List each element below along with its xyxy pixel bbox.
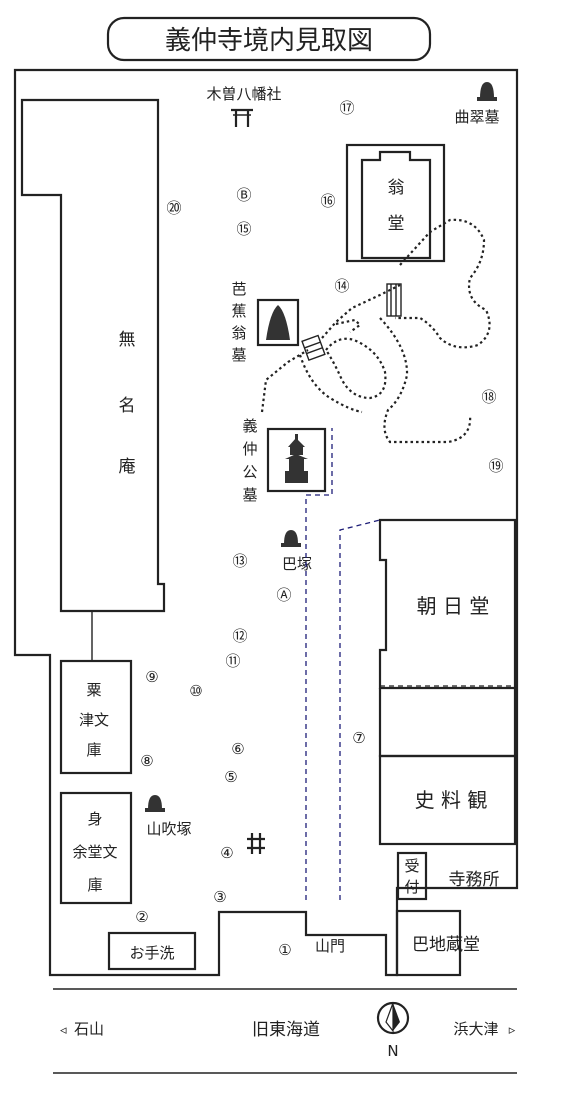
okinado-label-1: 翁 (388, 178, 405, 198)
uketsuke-label-1: 受 (404, 857, 419, 875)
basho-tomb-label-1: 芭 (231, 280, 246, 298)
marker-b: Ⓑ (236, 186, 251, 204)
tomoe-jizodo-label: 巴地蔵堂 (412, 935, 480, 955)
marker-17: ⑰ (339, 99, 354, 117)
garden-path-5 (325, 337, 387, 400)
marker-16: ⑯ (320, 192, 335, 210)
marker-18: ⑱ (481, 388, 496, 406)
garden-path-3 (395, 218, 491, 349)
garden-path-4 (379, 317, 472, 444)
mumyoan-label-1: 無 (119, 330, 136, 350)
yoshinaka-tomb-enclosure (266, 427, 327, 493)
marker-11: ⑪ (225, 652, 240, 670)
compass-north-label: N (387, 1042, 398, 1060)
yoshinaka-tomb-label-1: 義 (242, 417, 257, 435)
shinyodo-bunko-building (59, 791, 133, 905)
shiryokan-building (378, 754, 517, 846)
basho-tomb-label-2: 蕉 (231, 302, 246, 320)
basho-tomb-label-3: 翁 (231, 324, 246, 342)
marker-2: ② (135, 908, 148, 926)
bridge-icon-2 (386, 283, 402, 317)
shinyodo-bunko-label-1: 身 (87, 810, 102, 828)
basho-tomb-enclosure (256, 298, 300, 347)
asahido-label: 朝 日 堂 (417, 594, 490, 618)
otearai-building (107, 931, 197, 971)
precinct-boundary (13, 68, 519, 977)
shinyodo-bunko-label-2: 余堂文 (72, 843, 117, 861)
yoshinaka-tomb-label-2: 仲 (242, 440, 257, 458)
road-east-label: 浜大津 (453, 1020, 498, 1038)
kiso-hachimansha-label: 木曽八幡社 (206, 85, 281, 103)
marker-1: ① (278, 941, 291, 959)
bridge-icon (301, 334, 326, 362)
basho-tomb-label-4: 墓 (231, 346, 246, 364)
marker-19: ⑲ (488, 457, 503, 475)
garden-path-7 (335, 318, 362, 333)
road-west-label: 石山 (74, 1020, 104, 1038)
marker-10: ⑩ (189, 682, 202, 700)
yoshinaka-tomb-label-3: 公 (242, 463, 257, 481)
marker-a: Ⓐ (276, 586, 291, 604)
awazu-bunko-label-3: 庫 (86, 741, 101, 759)
middle-building (378, 688, 517, 758)
marker-9: ⑨ (145, 668, 158, 686)
marker-15: ⑮ (236, 220, 251, 238)
okinado-inner (360, 150, 432, 260)
asahido-building (378, 518, 517, 690)
east-arrow: ▹ (509, 1023, 516, 1038)
awazu-bunko-building (59, 659, 133, 775)
well-icon (247, 833, 265, 854)
awazu-bunko-label-1: 粟 (86, 681, 101, 699)
marker-20: ⑳ (166, 199, 181, 217)
marker-8: ⑧ (140, 752, 153, 770)
marker-6: ⑥ (231, 740, 244, 758)
yamabukizuka-tomb-icon (145, 795, 165, 812)
title-frame (106, 16, 432, 62)
basho-tomb-icon (266, 305, 290, 340)
marker-5: ⑤ (224, 768, 237, 786)
mumyoan-building (20, 98, 166, 613)
marker-13: ⑬ (232, 552, 247, 570)
tomoe-jizodo-building (395, 909, 462, 977)
torii-icon (231, 108, 253, 127)
kyokusui-tomb-label: 曲翠墓 (454, 108, 499, 126)
marker-14: ⑭ (334, 277, 349, 295)
shinyodo-bunko-label-3: 庫 (87, 876, 102, 894)
otearai-label: お手洗 (129, 944, 174, 962)
marker-4: ④ (220, 844, 233, 862)
tomoezuka-label: 巴塚 (282, 555, 312, 573)
yoshinaka-tomb-label-4: 墓 (242, 486, 257, 504)
kyokusui-tomb-icon (477, 82, 497, 101)
awazu-bunko-label-2: 津文 (79, 711, 109, 729)
sanmon-label: 山門 (315, 937, 345, 955)
approach-path-east (339, 519, 381, 900)
map-title: 義仲寺境内見取図 (165, 26, 373, 56)
approach-path-west (305, 428, 333, 900)
marker-12: ⑫ (232, 627, 247, 645)
uketsuke-label-2: 付 (404, 878, 419, 896)
marker-3: ③ (213, 888, 226, 906)
garden-path-6 (298, 354, 363, 414)
mumyoan-label-2: 名 (119, 396, 136, 416)
marker-7: ⑦ (352, 729, 365, 747)
tomoezuka-tomb-icon (281, 530, 301, 547)
uketsuke-box (396, 851, 428, 901)
road-name: 旧東海道 (252, 1020, 320, 1040)
compass-icon (376, 1001, 410, 1035)
jimusho-label: 寺務所 (449, 870, 500, 890)
shiryokan-label: 史 料 観 (415, 788, 488, 812)
west-arrow: ◃ (60, 1023, 67, 1038)
garden-path-1 (260, 349, 309, 413)
yamabukizuka-label: 山吹塚 (146, 820, 191, 838)
mumyoan-label-3: 庵 (119, 457, 136, 477)
stone-lantern-icon (285, 434, 308, 483)
okinado-label-2: 堂 (388, 214, 405, 234)
okinado-outer (345, 143, 446, 263)
